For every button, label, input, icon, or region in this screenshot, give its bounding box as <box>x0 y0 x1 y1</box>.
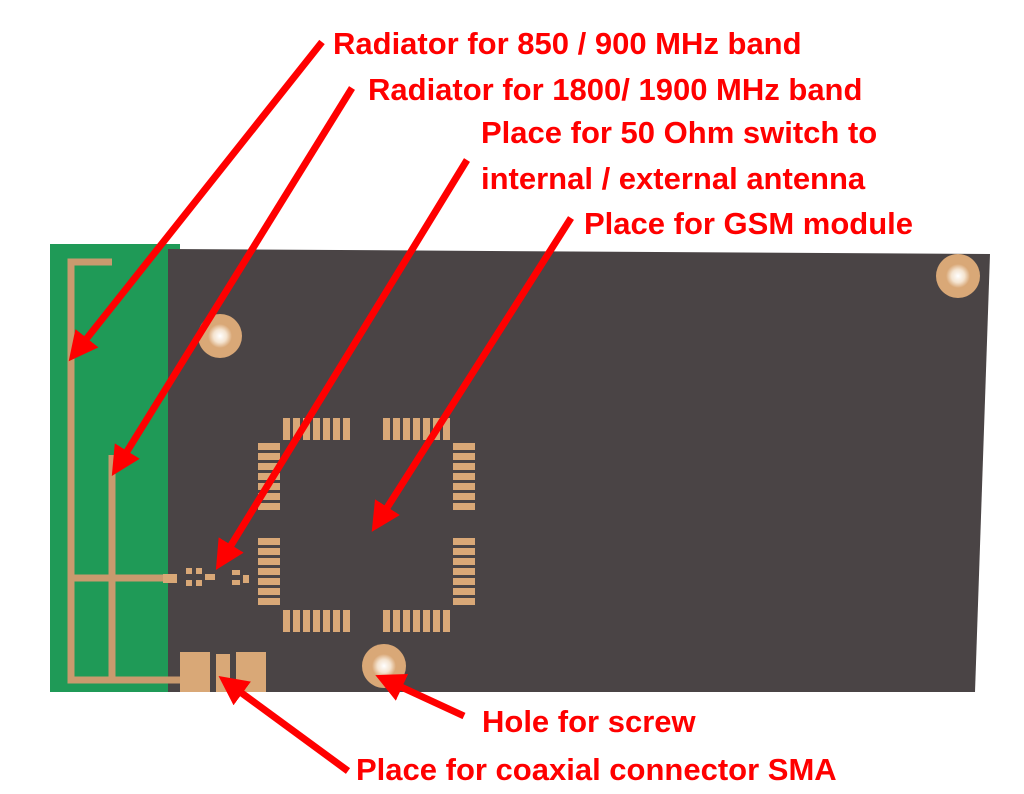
gsm-pad <box>323 418 330 440</box>
gsm-pad <box>443 418 450 440</box>
gsm-pad <box>453 548 475 555</box>
gsm-pad <box>258 578 280 585</box>
gsm-pad <box>313 610 320 632</box>
gsm-pad <box>453 538 475 545</box>
sma-connector-pads <box>180 652 266 692</box>
gsm-pad <box>343 418 350 440</box>
gsm-pad <box>303 418 310 440</box>
gsm-pad <box>453 588 475 595</box>
radiator-850-900-trace <box>67 258 180 684</box>
gsm-pad <box>453 598 475 605</box>
gsm-pad <box>383 610 390 632</box>
gsm-pad <box>333 418 340 440</box>
label-switch-line1: Place for 50 Ohm switch to <box>481 115 878 150</box>
gsm-pad <box>258 443 280 450</box>
gsm-pad <box>413 418 420 440</box>
gsm-pad <box>258 493 280 500</box>
gsm-pad <box>258 473 280 480</box>
label-gsm-module: Place for GSM module <box>584 206 914 241</box>
arrow-switch <box>215 158 470 571</box>
gsm-pad <box>403 418 410 440</box>
gsm-pad <box>283 610 290 632</box>
gsm-pad <box>383 418 390 440</box>
gsm-pad <box>413 610 420 632</box>
gsm-pad <box>258 588 280 595</box>
pcb-board <box>168 249 990 692</box>
arrow-radiator-1800-1900 <box>111 86 355 476</box>
antenna-feed-pad <box>163 574 177 583</box>
label-switch-line2: internal / external antenna <box>481 161 866 196</box>
gsm-pad <box>313 418 320 440</box>
gsm-pad <box>258 598 280 605</box>
label-radiator-1800-1900: Radiator for 1800/ 1900 MHz band <box>368 72 863 107</box>
gsm-pad <box>258 503 280 510</box>
gsm-pad <box>303 610 310 632</box>
gsm-pad <box>393 610 400 632</box>
label-coax-sma: Place for coaxial connector SMA <box>356 752 837 787</box>
gsm-pad <box>258 538 280 545</box>
gsm-pad <box>453 568 475 575</box>
arrow-gsm-module <box>371 216 574 532</box>
switch-footprint-pads <box>186 568 249 586</box>
gsm-pad <box>453 443 475 450</box>
gsm-pad <box>283 418 290 440</box>
arrow-radiator-850-900 <box>68 39 325 362</box>
gsm-pad <box>453 463 475 470</box>
label-radiator-850-900: Radiator for 850 / 900 MHz band <box>333 26 802 61</box>
gsm-pad <box>393 418 400 440</box>
gsm-pad <box>293 610 300 632</box>
gsm-pad <box>258 548 280 555</box>
gsm-pad <box>258 558 280 565</box>
gsm-pad <box>323 610 330 632</box>
gsm-pad <box>433 610 440 632</box>
mounting-hole <box>936 254 980 298</box>
gsm-pad <box>453 493 475 500</box>
gsm-pad <box>453 473 475 480</box>
gsm-pad <box>403 610 410 632</box>
mounting-hole <box>362 644 406 688</box>
gsm-pad <box>258 568 280 575</box>
gsm-pad <box>453 578 475 585</box>
gsm-pad <box>333 610 340 632</box>
gsm-pad <box>423 610 430 632</box>
label-hole-screw: Hole for screw <box>482 704 696 739</box>
gsm-pad <box>453 453 475 460</box>
gsm-pad <box>258 463 280 470</box>
gsm-pad <box>423 418 430 440</box>
gsm-pad <box>453 558 475 565</box>
arrow-hole <box>375 674 466 720</box>
gsm-pad <box>293 418 300 440</box>
gsm-pad <box>453 503 475 510</box>
gsm-pad <box>343 610 350 632</box>
gsm-pad <box>443 610 450 632</box>
arrow-sma <box>218 676 351 774</box>
gsm-pad <box>258 453 280 460</box>
gsm-pad <box>453 483 475 490</box>
